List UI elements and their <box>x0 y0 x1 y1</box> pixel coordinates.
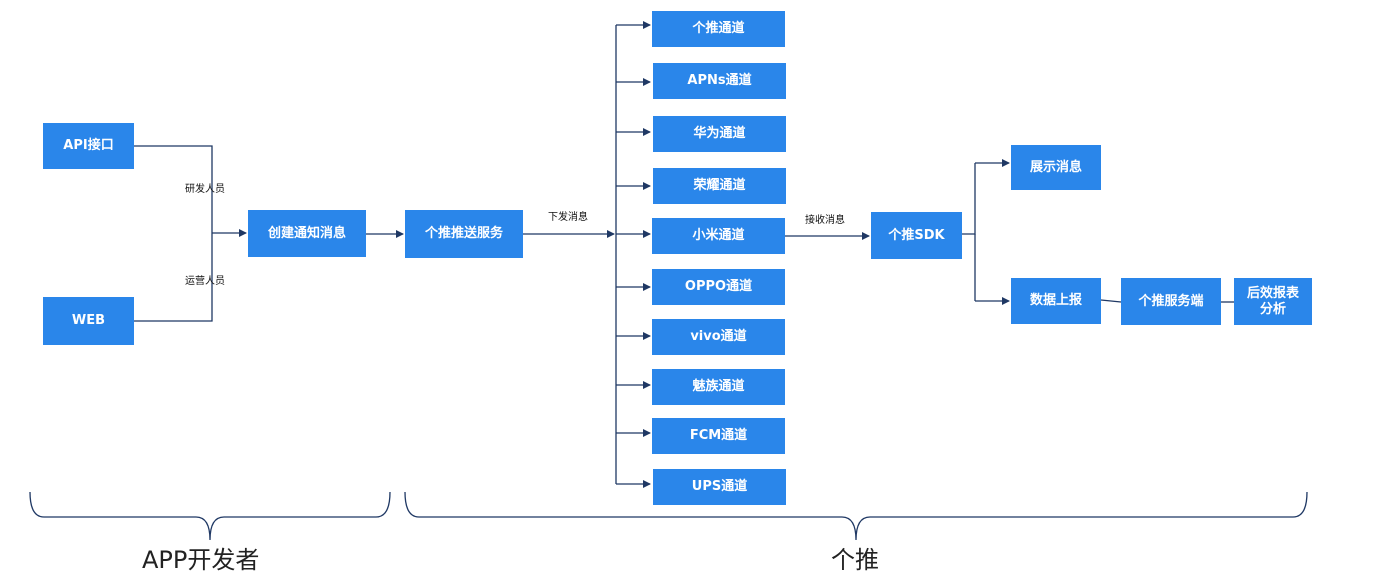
channel-apns-node: APNs通道 <box>653 63 786 99</box>
connector-sdk <box>962 163 976 235</box>
getui-sdk-node: 个推SDK <box>871 212 962 259</box>
channel-oppo-node: OPPO通道 <box>652 269 785 305</box>
show-message-node: 展示消息 <box>1011 145 1101 190</box>
edge-label-send: 下发消息 <box>548 212 588 223</box>
connector-api <box>134 145 213 233</box>
connector-web <box>134 233 213 322</box>
line-report-server <box>1100 299 1122 303</box>
channel-ups-node: UPS通道 <box>653 469 786 505</box>
push-service-node: 个推推送服务 <box>405 210 523 258</box>
channel-getui-node: 个推通道 <box>652 11 785 47</box>
group-label-getui: 个推 <box>831 546 879 574</box>
channel-xiaomi-node: 小米通道 <box>652 218 785 254</box>
channel-meizu-node: 魅族通道 <box>652 369 785 405</box>
web-node: WEB <box>43 297 134 345</box>
api-interface-node: API接口 <box>43 123 134 169</box>
create-notification-node: 创建通知消息 <box>248 210 366 257</box>
effect-analysis-node: 后效报表分析 <box>1234 278 1312 325</box>
channel-honor-node: 荣耀通道 <box>653 168 786 204</box>
brace-app-developer <box>29 491 391 541</box>
group-label-app-developer: APP开发者 <box>142 546 260 574</box>
brace-getui <box>404 491 1308 541</box>
edge-label-developer: 研发人员 <box>185 184 225 195</box>
getui-server-node: 个推服务端 <box>1121 278 1221 325</box>
edge-label-operator: 运营人员 <box>185 276 225 287</box>
edge-label-receive: 接收消息 <box>805 215 845 226</box>
channel-vivo-node: vivo通道 <box>652 319 785 355</box>
channel-huawei-node: 华为通道 <box>653 116 786 152</box>
channel-fcm-node: FCM通道 <box>652 418 785 454</box>
data-report-node: 数据上报 <box>1011 278 1101 324</box>
